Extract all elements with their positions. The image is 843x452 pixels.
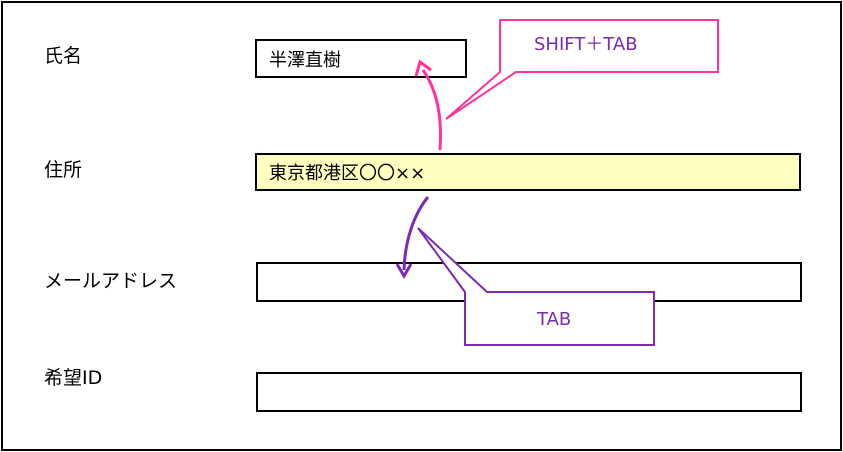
shift-tab-arrow: [421, 69, 442, 151]
address-field[interactable]: 東京都港区〇〇××: [255, 153, 801, 191]
shift-tab-callout-box: [445, 19, 719, 120]
label-email: メールアドレス: [44, 270, 178, 292]
shift-tab-callout-text: SHIFT＋TAB: [534, 34, 638, 55]
tab-callout-text: TAB: [537, 309, 572, 330]
desired-id-field[interactable]: [256, 372, 802, 412]
tab-callout-box: [417, 227, 655, 346]
tab-arrow: [402, 196, 430, 271]
label-name: 氏名: [44, 45, 83, 67]
name-field[interactable]: 半澤直樹: [255, 39, 467, 78]
shift-tab-arrow-head: [414, 59, 432, 77]
label-address: 住所: [44, 159, 83, 181]
label-desired-id: 希望ID: [44, 367, 103, 389]
tab-arrow-head: [395, 263, 413, 279]
